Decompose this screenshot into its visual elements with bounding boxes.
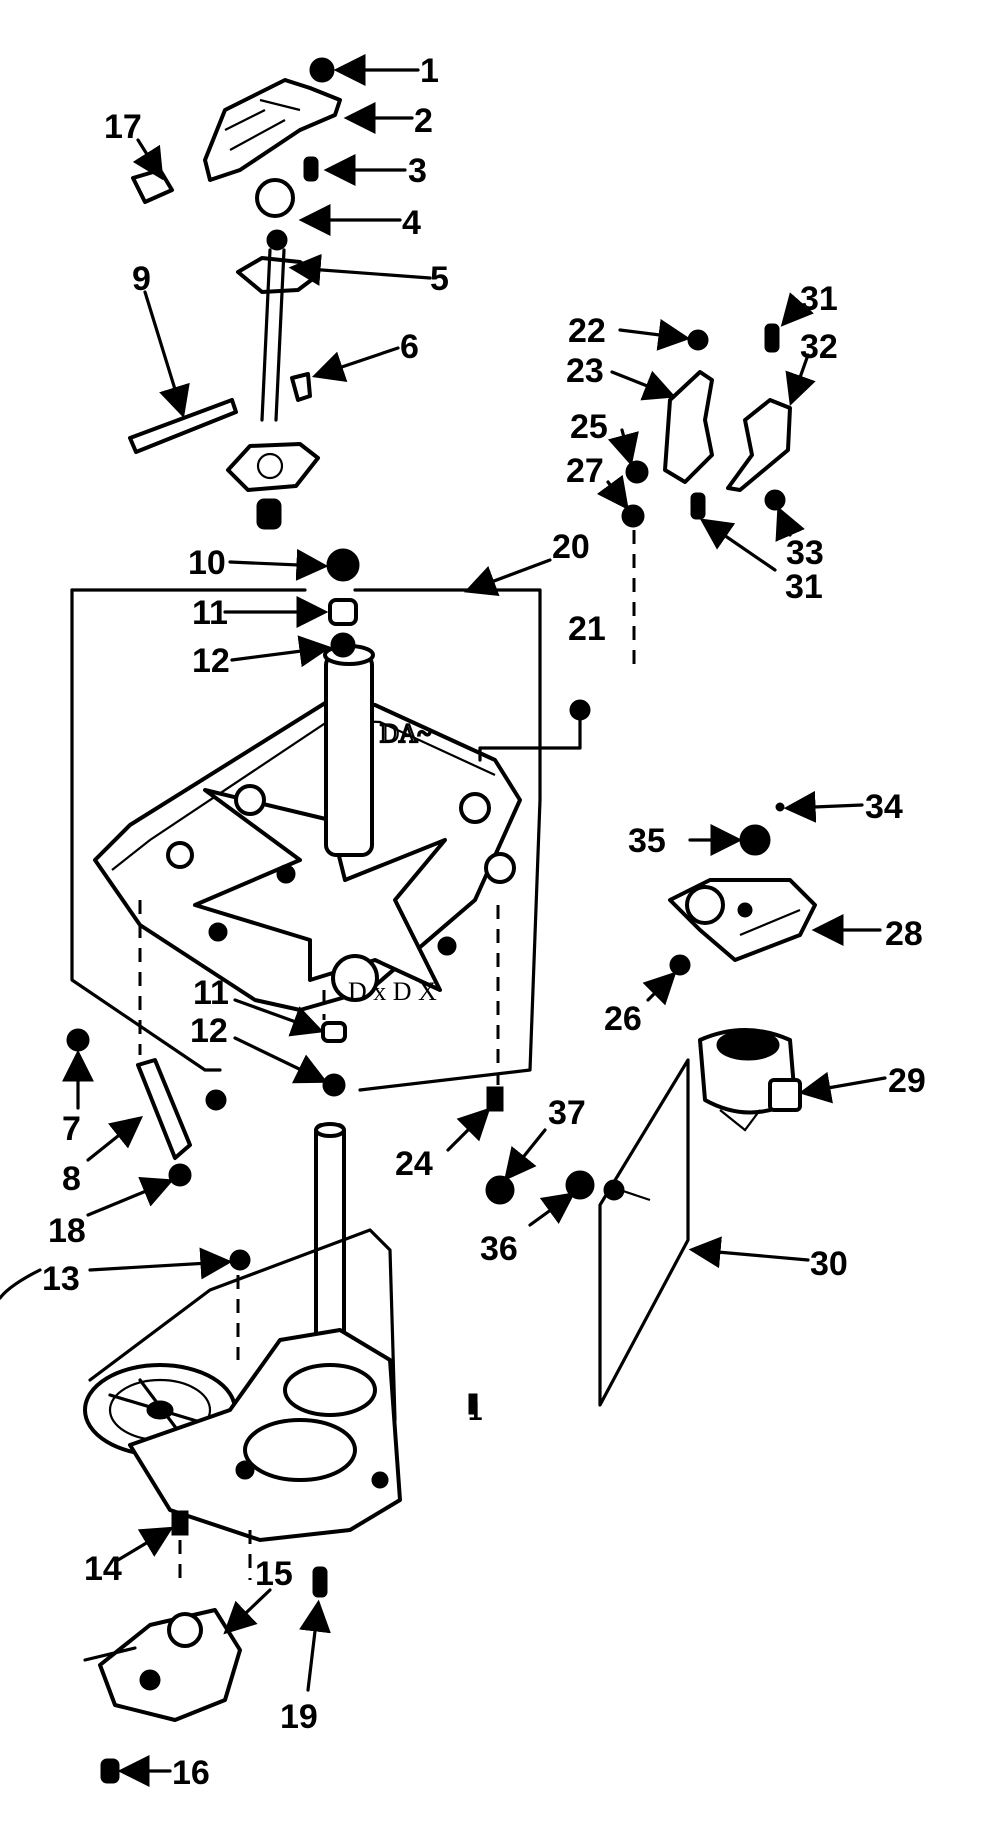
label-part-34: 34 bbox=[865, 788, 903, 826]
label-part-15: 15 bbox=[255, 1555, 293, 1593]
top-bracket-assembly bbox=[128, 57, 342, 530]
label-part-12-bottom: 12 bbox=[190, 1012, 228, 1050]
svg-text:D x D X: D x D X bbox=[348, 977, 437, 1006]
motor-bracket-parts bbox=[668, 802, 817, 1132]
part-37 bbox=[485, 1175, 515, 1205]
part-35 bbox=[739, 824, 771, 856]
label-part-5: 5 bbox=[430, 260, 449, 298]
part-11 bbox=[328, 598, 358, 626]
part-34 bbox=[775, 802, 785, 812]
part-17-block bbox=[131, 168, 174, 204]
label-part-1-stray: 1 bbox=[468, 1396, 482, 1426]
label-part-31-bottom: 31 bbox=[785, 568, 823, 606]
label-part-30: 30 bbox=[810, 1245, 848, 1283]
part-36 bbox=[565, 1170, 595, 1200]
label-part-11-bottom: 11 bbox=[193, 974, 229, 1012]
label-part-19: 19 bbox=[280, 1698, 318, 1736]
label-part-35: 35 bbox=[628, 822, 666, 860]
part-22 bbox=[687, 329, 709, 351]
label-part-26: 26 bbox=[604, 1000, 642, 1038]
part-23-bracket bbox=[663, 370, 714, 484]
part-number-labels: 1 2 3 4 5 6 17 9 10 11 12 11 12 20 21 24… bbox=[42, 52, 926, 1792]
part-25 bbox=[625, 460, 649, 484]
label-part-20: 20 bbox=[552, 528, 590, 566]
part-15-pump bbox=[98, 1608, 242, 1722]
label-part-16: 16 bbox=[172, 1754, 210, 1792]
label-part-31-top: 31 bbox=[800, 280, 838, 318]
part-5-shaft bbox=[236, 256, 320, 294]
part-6-screw bbox=[290, 372, 312, 402]
part-3-screw bbox=[303, 156, 319, 182]
part-19 bbox=[312, 1566, 328, 1598]
label-part-24: 24 bbox=[395, 1145, 433, 1183]
part-1-nut bbox=[309, 57, 335, 83]
label-part-7: 7 bbox=[62, 1110, 81, 1148]
part-12 bbox=[330, 632, 356, 658]
label-part-4: 4 bbox=[402, 204, 421, 242]
label-part-13: 13 bbox=[42, 1260, 80, 1298]
label-part-8: 8 bbox=[62, 1160, 81, 1198]
transmission-assembly bbox=[83, 1122, 402, 1784]
panel-parts bbox=[468, 1058, 690, 1415]
label-part-21: 21 bbox=[568, 610, 606, 648]
label-part-36: 36 bbox=[480, 1230, 518, 1268]
part-32-bracket bbox=[726, 398, 792, 492]
spider-star bbox=[193, 788, 447, 992]
label-part-3: 3 bbox=[408, 152, 427, 190]
part-16 bbox=[100, 1758, 120, 1784]
label-part-33: 33 bbox=[786, 534, 824, 572]
part-18 bbox=[168, 1163, 192, 1187]
part-2-bracket bbox=[203, 78, 342, 182]
label-part-17: 17 bbox=[104, 108, 142, 146]
upper-right-bracket-parts bbox=[621, 323, 792, 670]
part-10 bbox=[326, 548, 360, 582]
label-part-22: 22 bbox=[568, 312, 606, 350]
part-24 bbox=[486, 1086, 504, 1112]
part-7-bolt bbox=[66, 1028, 90, 1052]
label-part-27: 27 bbox=[566, 452, 604, 490]
part-26 bbox=[669, 954, 691, 976]
left-link-assembly bbox=[66, 1028, 227, 1187]
part-33 bbox=[764, 489, 786, 511]
part-27 bbox=[621, 504, 645, 528]
label-part-37: 37 bbox=[548, 1094, 586, 1132]
main-housing-assembly: DA~ D x D X bbox=[70, 548, 591, 1112]
part-5-collar bbox=[266, 229, 288, 251]
part-4-washer bbox=[255, 178, 295, 218]
label-part-6: 6 bbox=[400, 328, 419, 366]
label-part-23: 23 bbox=[566, 352, 604, 390]
leader-lines bbox=[0, 54, 887, 1787]
part-14 bbox=[171, 1510, 189, 1536]
part-31-screw-b bbox=[690, 492, 706, 520]
part-31-screw-a bbox=[764, 323, 780, 353]
part-30-panel bbox=[598, 1058, 690, 1407]
part-13 bbox=[229, 1249, 251, 1271]
part-8-link bbox=[136, 1058, 192, 1160]
label-part-29: 29 bbox=[888, 1062, 926, 1100]
label-part-1: 1 bbox=[420, 52, 439, 90]
label-part-10: 10 bbox=[188, 544, 226, 582]
label-part-2: 2 bbox=[414, 102, 433, 140]
label-part-18: 18 bbox=[48, 1212, 86, 1250]
label-part-9: 9 bbox=[132, 260, 151, 298]
part-11-lower bbox=[321, 1021, 347, 1043]
svg-text:DA~: DA~ bbox=[380, 719, 432, 748]
label-part-28: 28 bbox=[885, 915, 923, 953]
part-9-strip bbox=[128, 398, 238, 454]
label-part-11-top: 11 bbox=[192, 594, 228, 632]
label-part-14: 14 bbox=[84, 1550, 122, 1588]
loose-ball bbox=[205, 1089, 227, 1111]
label-part-25: 25 bbox=[570, 408, 608, 446]
label-part-32: 32 bbox=[800, 328, 838, 366]
part-21 bbox=[569, 699, 591, 721]
label-part-12-top: 12 bbox=[192, 642, 230, 680]
part-12-lower bbox=[322, 1073, 346, 1097]
